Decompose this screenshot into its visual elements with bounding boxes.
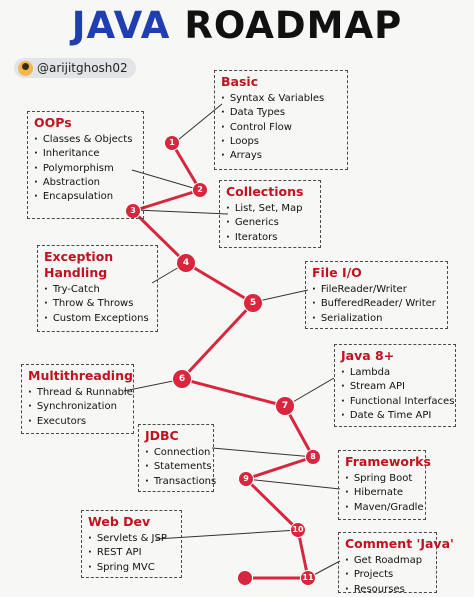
section-oops: OOPs Classes & Objects Inheritance Polym…: [27, 111, 144, 219]
list-item: Spring MVC: [88, 561, 175, 575]
list-item: Inheritance: [34, 147, 137, 161]
list-item: Control Flow: [221, 121, 341, 135]
list-item: Classes & Objects: [34, 133, 137, 147]
list-item: Encapsulation: [34, 190, 137, 204]
section-exception-handling: Exception Handling Try-Catch Throw & Thr…: [37, 245, 158, 332]
section-multithreading: Multithreading Thread & Runnable Synchro…: [21, 364, 134, 434]
step-node-6[interactable]: 6: [173, 370, 191, 388]
list-item: Abstraction: [34, 176, 137, 190]
list-item: Statements: [145, 460, 207, 474]
pointer-5: [254, 290, 308, 302]
list-item: Servlets & JSP: [88, 532, 175, 546]
list-item: Loops: [221, 135, 341, 149]
section-file-io: File I/O FileReader/Writer BufferedReade…: [305, 261, 448, 329]
step-node-5[interactable]: 5: [244, 294, 262, 312]
list-item: Maven/Gradle: [345, 501, 419, 515]
section-title: Web Dev: [88, 514, 175, 530]
list-item: Stream API: [341, 380, 449, 394]
list-item: Syntax & Variables: [221, 92, 341, 106]
section-title: Java 8+: [341, 348, 449, 364]
step-node-8[interactable]: 8: [306, 450, 320, 464]
list-item: Hibernate: [345, 486, 419, 500]
section-title: JDBC: [145, 428, 207, 444]
list-item: Get Roadmap: [345, 554, 430, 568]
list-item: FileReader/Writer: [312, 283, 441, 297]
list-item: Iterators: [226, 231, 314, 245]
step-node-9[interactable]: 9: [239, 472, 253, 486]
section-title: Collections: [226, 184, 314, 200]
section-title: Basic: [221, 74, 341, 90]
section-title-line-1: Exception: [44, 249, 151, 265]
list-item: Custom Exceptions: [44, 312, 151, 326]
step-node-2[interactable]: 2: [193, 183, 207, 197]
step-node-4[interactable]: 4: [177, 254, 195, 272]
list-item: REST API: [88, 546, 175, 560]
section-title: File I/O: [312, 265, 441, 281]
section-basic: Basic Syntax & Variables Data Types Cont…: [214, 70, 348, 170]
section-collections: Collections List, Set, Map Generics Iter…: [219, 180, 321, 248]
list-item: BufferedReader/ Writer: [312, 297, 441, 311]
list-item: Throw & Throws: [44, 297, 151, 311]
list-item: Arrays: [221, 149, 341, 163]
list-item: Transactions: [145, 475, 207, 489]
list-item: Serialization: [312, 312, 441, 326]
section-jdbc: JDBC Connection Statements Transactions: [138, 424, 214, 492]
list-item: Connection: [145, 446, 207, 460]
list-item: Resourses: [345, 583, 430, 597]
list-item: Polymorphism: [34, 162, 137, 176]
list-item: Lambda: [341, 366, 449, 380]
step-node-11[interactable]: 11: [301, 571, 315, 585]
section-title: Comment 'Java': [345, 536, 430, 552]
section-title: OOPs: [34, 115, 137, 131]
section-comment-java: Comment 'Java' Get Roadmap Projects Reso…: [338, 532, 437, 593]
pointer-3: [136, 210, 228, 214]
list-item: Executors: [28, 415, 127, 429]
step-node-7[interactable]: 7: [276, 397, 294, 415]
list-item: Synchronization: [28, 400, 127, 414]
list-item: Generics: [226, 216, 314, 230]
pointer-9: [246, 479, 340, 489]
section-title: Frameworks: [345, 454, 419, 470]
pointer-8: [212, 448, 314, 457]
list-item: List, Set, Map: [226, 202, 314, 216]
pointer-lines: [124, 104, 340, 578]
list-item: Spring Boot: [345, 472, 419, 486]
list-item: Data Types: [221, 106, 341, 120]
step-node-10[interactable]: 10: [291, 523, 305, 537]
section-java8: Java 8+ Lambda Stream API Functional Int…: [334, 344, 456, 427]
list-item: Projects: [345, 568, 430, 582]
path-end-node: [238, 571, 252, 585]
section-title: Multithreading: [28, 368, 127, 384]
list-item: Try-Catch: [44, 283, 151, 297]
list-item: Thread & Runnable: [28, 386, 127, 400]
section-title-line-2: Handling: [44, 265, 151, 281]
section-frameworks: Frameworks Spring Boot Hibernate Maven/G…: [338, 450, 426, 520]
step-node-1[interactable]: 1: [165, 136, 179, 150]
section-web-dev: Web Dev Servlets & JSP REST API Spring M…: [81, 510, 182, 578]
list-item: Date & Time API: [341, 409, 449, 423]
list-item: Functional Interfaces: [341, 395, 449, 409]
